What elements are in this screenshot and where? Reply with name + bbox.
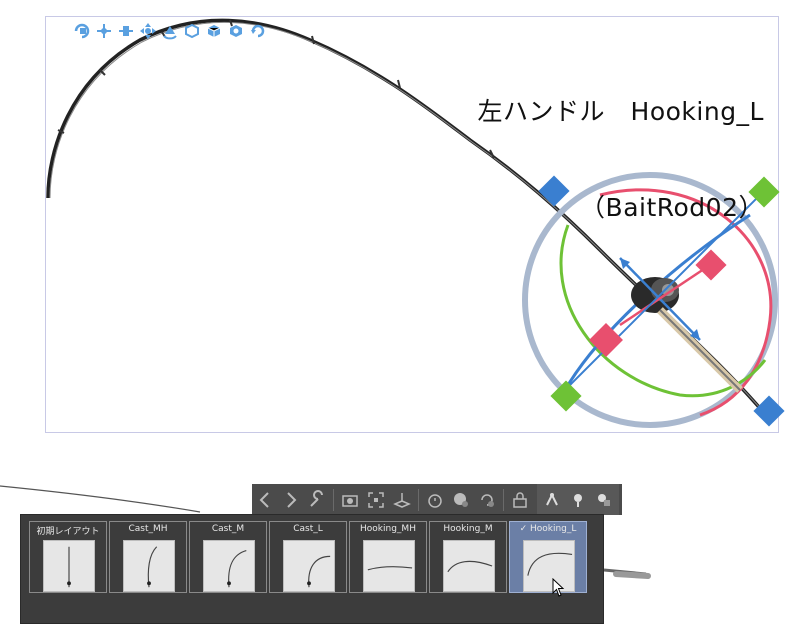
bait-reel[interactable]: [631, 277, 743, 393]
move-plane-icon[interactable]: [226, 21, 246, 41]
camera-icon: [342, 494, 358, 507]
camera-button[interactable]: [337, 487, 363, 513]
mouse-cursor-icon: [552, 578, 565, 597]
bone-alt-icon: [574, 493, 582, 507]
pose-item-cast-mh[interactable]: Cast_MH: [109, 521, 187, 593]
settings-button[interactable]: [304, 487, 330, 513]
rod-line-left: [0, 485, 201, 513]
pose-item-label: Cast_MH: [128, 524, 168, 534]
bone-group-button[interactable]: [591, 487, 617, 513]
pose-thumbnail: [203, 540, 255, 592]
pose-item-hooking-m[interactable]: Hooking_M: [429, 521, 507, 593]
canvas-viewport[interactable]: [45, 16, 779, 433]
rotate-object-icon[interactable]: [160, 21, 180, 41]
dolly-camera-icon[interactable]: [116, 21, 136, 41]
gizmo-handle-blue-bottom[interactable]: [753, 395, 785, 427]
pose-item-hooking-l[interactable]: ✓ Hooking_L: [509, 521, 587, 593]
fit-view-icon: [368, 491, 384, 508]
axis-z-line: [559, 189, 766, 396]
pose-item-hooking-mh[interactable]: Hooking_MH: [349, 521, 427, 593]
pose-item-cast-l[interactable]: Cast_L: [269, 521, 347, 593]
toolbar-separator: [333, 488, 334, 511]
pose-item-initial[interactable]: 初期レイアウト: [29, 521, 107, 593]
pan-camera-icon[interactable]: [94, 21, 114, 41]
pose-thumbnail: [363, 540, 415, 592]
reset-pose-icon: [481, 493, 494, 507]
next-button[interactable]: [278, 487, 304, 513]
bone-group-icon: [598, 493, 610, 506]
timer-button[interactable]: [422, 487, 448, 513]
prev-button[interactable]: [252, 487, 278, 513]
object-launcher-toolbar: [252, 484, 622, 515]
gizmo-handle-green-bottom[interactable]: [550, 380, 582, 412]
rotate-camera-icon[interactable]: [72, 21, 92, 41]
pose-thumbnail: [123, 540, 175, 592]
wrench-icon: [310, 489, 323, 507]
rotate-y-icon[interactable]: [182, 21, 202, 41]
save-pose-icon: [454, 492, 468, 507]
pose-preset-panel: 初期レイアウト Cast_MH Cast_M Cast_L Hooking_MH…: [20, 514, 604, 624]
ground-icon: [393, 492, 411, 508]
chevron-right-icon: [287, 491, 297, 508]
pose-item-label: Hooking_MH: [360, 524, 416, 534]
axis-x-arrow-icon[interactable]: [690, 329, 700, 340]
save-pose-button[interactable]: [448, 487, 474, 513]
lock-button[interactable]: [507, 487, 533, 513]
pose-item-label: Hooking_M: [443, 524, 493, 534]
pose-thumbnail: [43, 540, 95, 592]
pose-preset-list: 初期レイアウト Cast_MH Cast_M Cast_L Hooking_MH…: [29, 521, 587, 593]
pose-thumbnail: [443, 540, 495, 592]
pose-item-label: Cast_L: [293, 524, 323, 534]
toolbar-bone-group: [537, 484, 619, 515]
toolbar-separator: [503, 488, 504, 511]
bone-alt-button[interactable]: [565, 487, 591, 513]
reset-pose-button[interactable]: [474, 487, 500, 513]
chevron-left-icon: [259, 491, 269, 508]
rotate-z-icon[interactable]: [204, 21, 224, 41]
gizmo-outer-ring[interactable]: [522, 172, 778, 428]
reset-object-icon[interactable]: [248, 21, 268, 41]
pose-item-label: Cast_M: [211, 524, 245, 534]
3d-scene[interactable]: [0, 0, 800, 440]
pose-item-label: 初期レイアウト: [36, 527, 100, 537]
axis-y-line: [619, 263, 711, 327]
pose-thumbnail: [283, 540, 335, 592]
ground-button[interactable]: [389, 487, 415, 513]
move-object-icon[interactable]: [138, 21, 158, 41]
fit-view-button[interactable]: [363, 487, 389, 513]
bone-button[interactable]: [539, 487, 565, 513]
axis-x-arrow-back-icon[interactable]: [620, 258, 630, 269]
pose-thumbnail: [523, 540, 575, 592]
caption-line-1: 左ハンドル Hooking_L: [477, 97, 764, 126]
pose-item-cast-m[interactable]: Cast_M: [189, 521, 267, 593]
gizmo-rotate-green-ring[interactable]: [559, 224, 767, 398]
object-tool-icons: [72, 20, 268, 42]
pose-item-label: ✓ Hooking_L: [519, 524, 577, 534]
timer-icon: [428, 493, 442, 508]
model-caption: 左ハンドル Hooking_L （BaitRod02）: [478, 32, 764, 256]
toolbar-separator: [418, 488, 419, 511]
caption-line-2: （BaitRod02）: [580, 193, 764, 222]
gizmo-handle-red-bottom[interactable]: [589, 323, 623, 357]
rod-guides: [57, 19, 495, 159]
bone-icon: [546, 492, 558, 505]
lock-icon: [513, 491, 527, 508]
rod-grip-end: [613, 571, 651, 579]
